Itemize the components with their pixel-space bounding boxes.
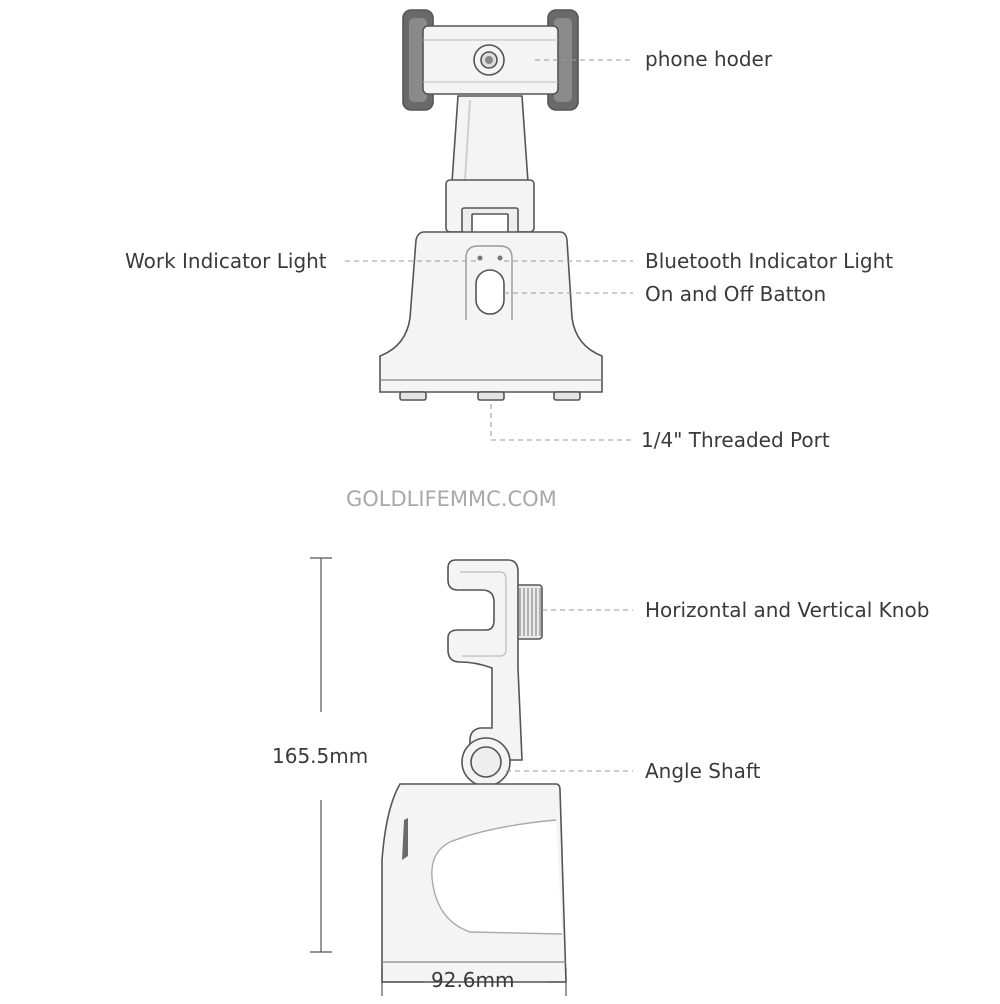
dimension-lines	[310, 557, 567, 996]
front-foot-right	[553, 391, 581, 401]
label-work-indicator: Work Indicator Light	[125, 249, 327, 273]
side-leaders	[506, 609, 633, 772]
label-knob: Horizontal and Vertical Knob	[645, 598, 930, 622]
label-power-button: On and Off Batton	[645, 282, 827, 306]
front-view	[379, 9, 603, 401]
bluetooth-indicator-dot	[497, 255, 503, 261]
power-button	[475, 269, 505, 315]
front-leaders	[345, 59, 633, 441]
dimension-height: 165.5mm	[272, 744, 369, 768]
leader-threaded-port	[490, 404, 633, 441]
front-panel-arch	[465, 245, 513, 320]
front-foot-center	[477, 391, 505, 401]
front-foot-left	[399, 391, 427, 401]
label-angle-shaft: Angle Shaft	[645, 759, 761, 783]
dimension-width: 92.6mm	[431, 968, 515, 992]
side-view	[381, 559, 567, 983]
side-base-cutout	[431, 819, 563, 935]
label-phone-holder: phone hoder	[645, 47, 773, 71]
work-indicator-dot	[477, 255, 483, 261]
label-bluetooth-indicator: Bluetooth Indicator Light	[645, 249, 894, 273]
side-clamp-arm	[447, 559, 523, 761]
front-arm	[451, 95, 529, 183]
watermark: GOLDLIFEMMC.COM	[346, 487, 557, 511]
label-threaded-port: 1/4" Threaded Port	[641, 428, 830, 452]
